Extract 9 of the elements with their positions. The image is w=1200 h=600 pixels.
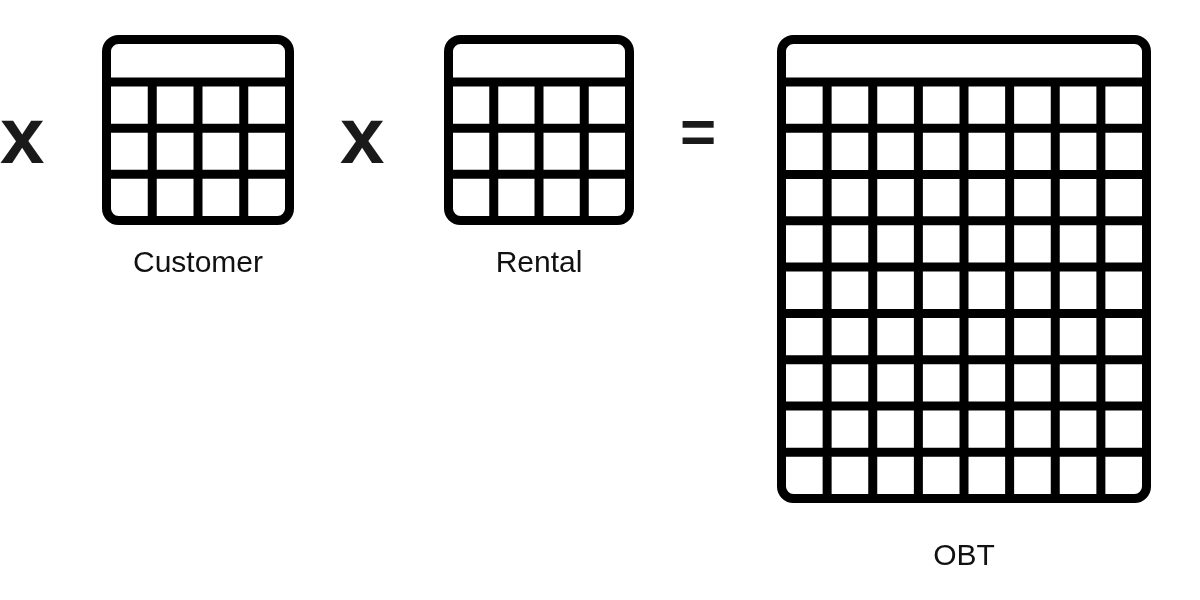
table-caption: OBT: [933, 538, 995, 572]
multiply-sign: x: [0, 96, 45, 176]
table-icon: [444, 35, 634, 225]
table-caption: Customer: [132, 245, 263, 279]
table-icon: [777, 35, 1151, 503]
multiply-sign: x: [340, 96, 385, 176]
table-icon: [102, 35, 294, 225]
equals-sign: =: [680, 101, 717, 163]
table-caption: Rental: [495, 245, 583, 279]
